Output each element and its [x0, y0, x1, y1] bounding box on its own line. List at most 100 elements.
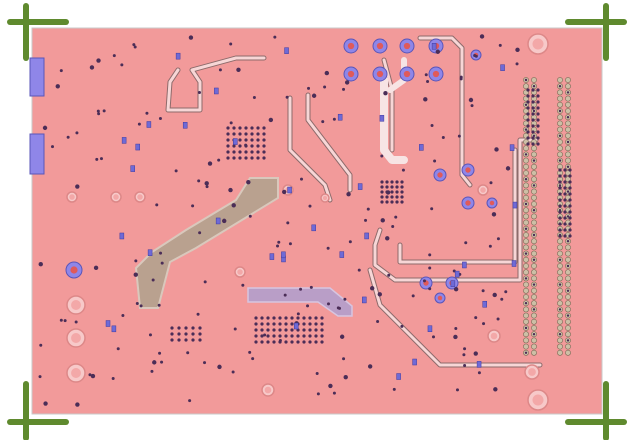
via [492, 292, 497, 298]
smd-pad [450, 280, 456, 287]
via [474, 316, 478, 320]
header-pin [531, 349, 537, 356]
connector-j1[interactable] [29, 57, 45, 97]
via [218, 68, 222, 72]
via [262, 150, 266, 154]
via [306, 304, 310, 308]
header-pin [531, 287, 537, 294]
via [558, 186, 562, 190]
header-pin [523, 312, 529, 319]
via [526, 94, 530, 98]
smd-pad [379, 115, 385, 122]
header-pin [557, 318, 563, 325]
header-pin [531, 337, 537, 344]
header-pin [557, 145, 563, 152]
header-pin [531, 263, 537, 269]
via [262, 132, 266, 136]
via [563, 204, 567, 208]
via [395, 200, 399, 204]
via [252, 95, 256, 99]
header-pin-via [532, 184, 536, 187]
via [177, 326, 181, 330]
header-pin [565, 126, 571, 133]
header-pin [531, 343, 537, 350]
via [268, 117, 274, 123]
via [222, 218, 227, 224]
header-pin [523, 331, 529, 338]
header-pin [557, 114, 563, 121]
pad-core [70, 266, 78, 274]
via [526, 118, 530, 122]
via [387, 273, 391, 277]
mounting-hole-core [322, 195, 328, 201]
header-pin [565, 349, 571, 356]
smd-pad [281, 251, 286, 259]
via [568, 180, 572, 184]
via [536, 88, 540, 92]
header-pin [565, 101, 571, 108]
header-pin [557, 343, 563, 350]
via [160, 261, 164, 265]
header-pin-via [566, 190, 570, 193]
via [66, 135, 70, 139]
via [296, 334, 300, 338]
via [536, 136, 540, 140]
header-pin-via [558, 184, 562, 187]
via [563, 210, 567, 214]
via [321, 120, 325, 124]
via [563, 234, 567, 238]
header-pin [565, 275, 571, 282]
via [251, 357, 255, 361]
via [229, 121, 233, 125]
via [266, 334, 270, 338]
via [290, 316, 294, 320]
mounting-hole-core [71, 368, 81, 378]
via [536, 130, 540, 134]
connector-j2[interactable] [29, 133, 45, 175]
via [346, 191, 351, 197]
via [326, 246, 330, 250]
header-pin [565, 108, 571, 114]
via [38, 375, 42, 379]
via [99, 157, 103, 161]
header-pin [531, 163, 537, 170]
via [563, 198, 567, 202]
smd-pad [119, 232, 125, 240]
via [74, 320, 78, 324]
header-pin [557, 238, 563, 245]
header-pin [565, 294, 571, 300]
header-pin-via [532, 283, 536, 286]
mounting-hole-core [113, 194, 119, 200]
via [482, 322, 486, 326]
via [262, 144, 266, 148]
pad-core [403, 70, 411, 78]
via [238, 144, 242, 148]
via [188, 35, 194, 40]
via [191, 332, 195, 336]
mounting-hole-core [480, 187, 486, 193]
smd-pad [337, 113, 343, 121]
mounting-hole-core [237, 269, 243, 275]
mounting-hole-core [264, 386, 272, 394]
via [563, 180, 567, 184]
via [226, 126, 230, 130]
via [50, 145, 54, 149]
header-pin-via [524, 277, 528, 280]
via [385, 236, 390, 241]
via [290, 334, 294, 338]
via [203, 280, 207, 284]
via [284, 334, 288, 338]
via [232, 156, 236, 160]
via [188, 399, 192, 403]
header-pin [523, 256, 529, 263]
via [248, 214, 252, 218]
via [357, 268, 361, 272]
pad-core [489, 200, 495, 206]
via [470, 104, 474, 108]
pad-core [376, 42, 384, 50]
via [241, 283, 245, 287]
header-pin [557, 120, 563, 127]
via [302, 328, 306, 332]
